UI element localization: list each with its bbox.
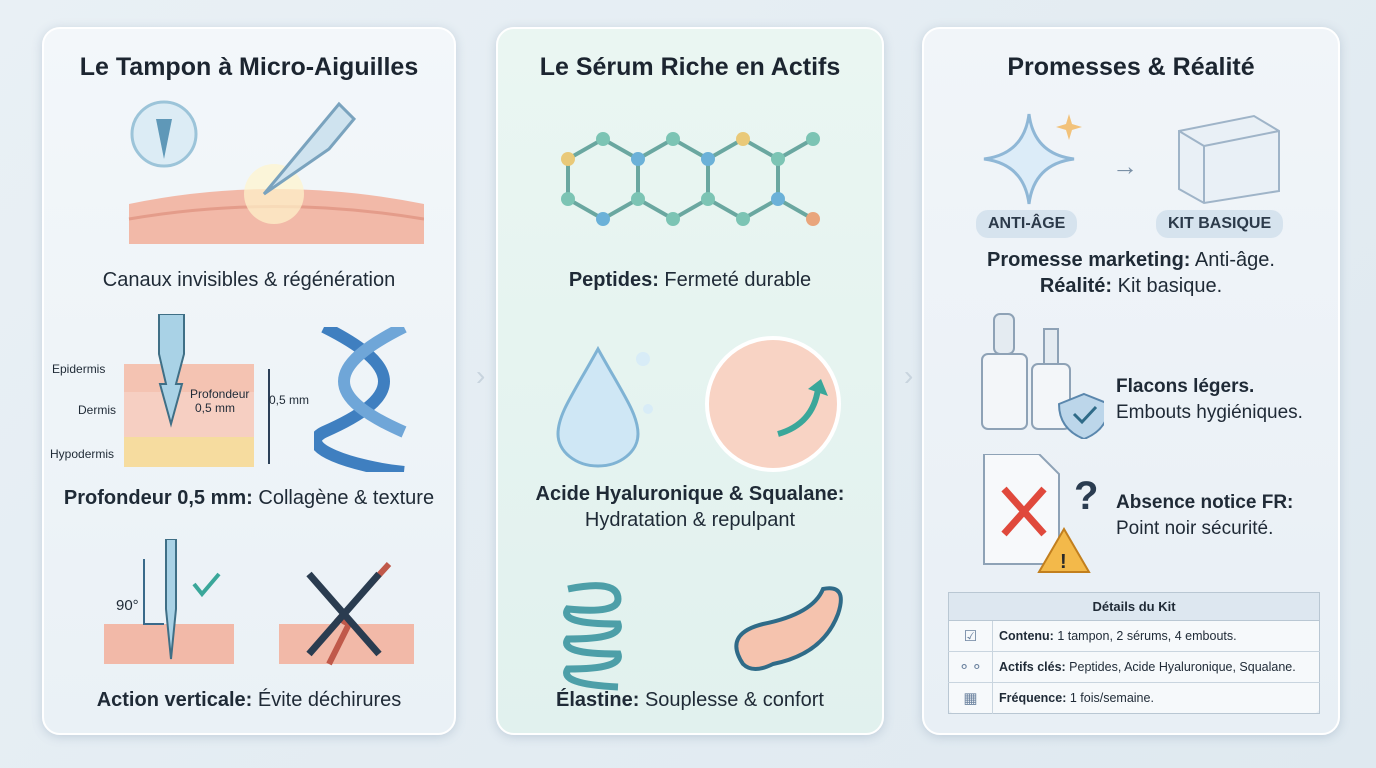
vertical-needle-illustration bbox=[104, 539, 234, 664]
calendar-icon: ▦ bbox=[948, 682, 993, 714]
table-row: ⚬⚬Actifs clés: Peptides, Acide Hyaluroni… bbox=[948, 651, 1320, 683]
caption-hyaluronic: Acide Hyaluronique & Squalane:Hydratatio… bbox=[535, 483, 845, 531]
chevron-right-icon: › bbox=[904, 360, 914, 391]
needle-skin-illustration bbox=[128, 100, 424, 244]
label-epidermis: Epidermis bbox=[52, 362, 106, 376]
panel-serum: Le Sérum Riche en Actifs Peptides: Ferme… bbox=[496, 27, 884, 735]
molecule-icon: ⚬⚬ bbox=[948, 651, 993, 683]
water-drop-icon bbox=[556, 345, 653, 468]
badge-kit-basique: KIT BASIQUE bbox=[1156, 210, 1284, 238]
label-angle: 90° bbox=[116, 597, 139, 614]
svg-text:!: ! bbox=[1060, 551, 1067, 573]
label-depth: Profondeur 0,5 mm bbox=[190, 387, 250, 415]
panel-title: Le Tampon à Micro-Aiguilles bbox=[79, 53, 419, 81]
no-tearing-illustration bbox=[279, 561, 414, 666]
checkbox-icon: ☑ bbox=[948, 620, 993, 652]
caption-vertical: Action verticale: Évite déchirures bbox=[96, 689, 402, 711]
bottles-shield-icon bbox=[981, 313, 1104, 439]
table-row: ☑Contenu: 1 tampon, 2 sérums, 4 embouts. bbox=[948, 620, 1320, 652]
kit-details-table: Détails du Kit ☑Contenu: 1 tampon, 2 sér… bbox=[948, 592, 1320, 714]
label-hypodermis: Hypodermis bbox=[50, 447, 115, 461]
notice-text: Absence notice FR:Point noir sécurité. bbox=[1116, 492, 1294, 539]
elastic-band-icon bbox=[734, 586, 843, 671]
plump-skin-icon bbox=[705, 336, 841, 472]
box-icon bbox=[1178, 114, 1280, 205]
caption-elastin: Élastine: Souplesse & confort bbox=[556, 689, 824, 711]
panel-title: Le Sérum Riche en Actifs bbox=[539, 53, 841, 81]
panel-microneedle: Le Tampon à Micro-Aiguilles Canaux invis… bbox=[42, 27, 456, 735]
panel-promises: Promesses & Réalité → ANTI-ÂGE KIT BASIQ… bbox=[922, 27, 1340, 735]
svg-text:?: ? bbox=[1074, 474, 1098, 518]
table-row: ▦Fréquence: 1 fois/semaine. bbox=[948, 682, 1320, 714]
badge-anti-age: ANTI-ÂGE bbox=[976, 210, 1078, 238]
skin-depth-diagram bbox=[124, 314, 270, 467]
label-dermis: Dermis bbox=[78, 403, 116, 417]
caption-depth: Profondeur 0,5 mm: Collagène & texture bbox=[63, 487, 435, 509]
elastin-spring-icon bbox=[563, 582, 622, 691]
sparkle-icon bbox=[983, 113, 1082, 205]
chevron-right-icon: › bbox=[476, 360, 486, 391]
table-header: Détails du Kit bbox=[948, 592, 1320, 621]
caption-peptides: Peptides: Fermeté durable bbox=[568, 269, 812, 291]
panel-title: Promesses & Réalité bbox=[1007, 53, 1255, 81]
arrow-right-icon: → bbox=[1112, 151, 1138, 181]
collagen-helix-icon bbox=[314, 327, 407, 472]
label-depth-value: 0,5 mm bbox=[269, 393, 310, 407]
promise-reality-text: Promesse marketing: Anti-âge. Réalité: K… bbox=[987, 249, 1275, 297]
caption-channels: Canaux invisibles & régénération bbox=[102, 269, 396, 291]
peptide-molecule-icon bbox=[561, 132, 820, 226]
missing-notice-icon: ! ? bbox=[983, 454, 1098, 573]
bottles-text: Flacons légers.Embouts hygiéniques. bbox=[1116, 376, 1303, 423]
